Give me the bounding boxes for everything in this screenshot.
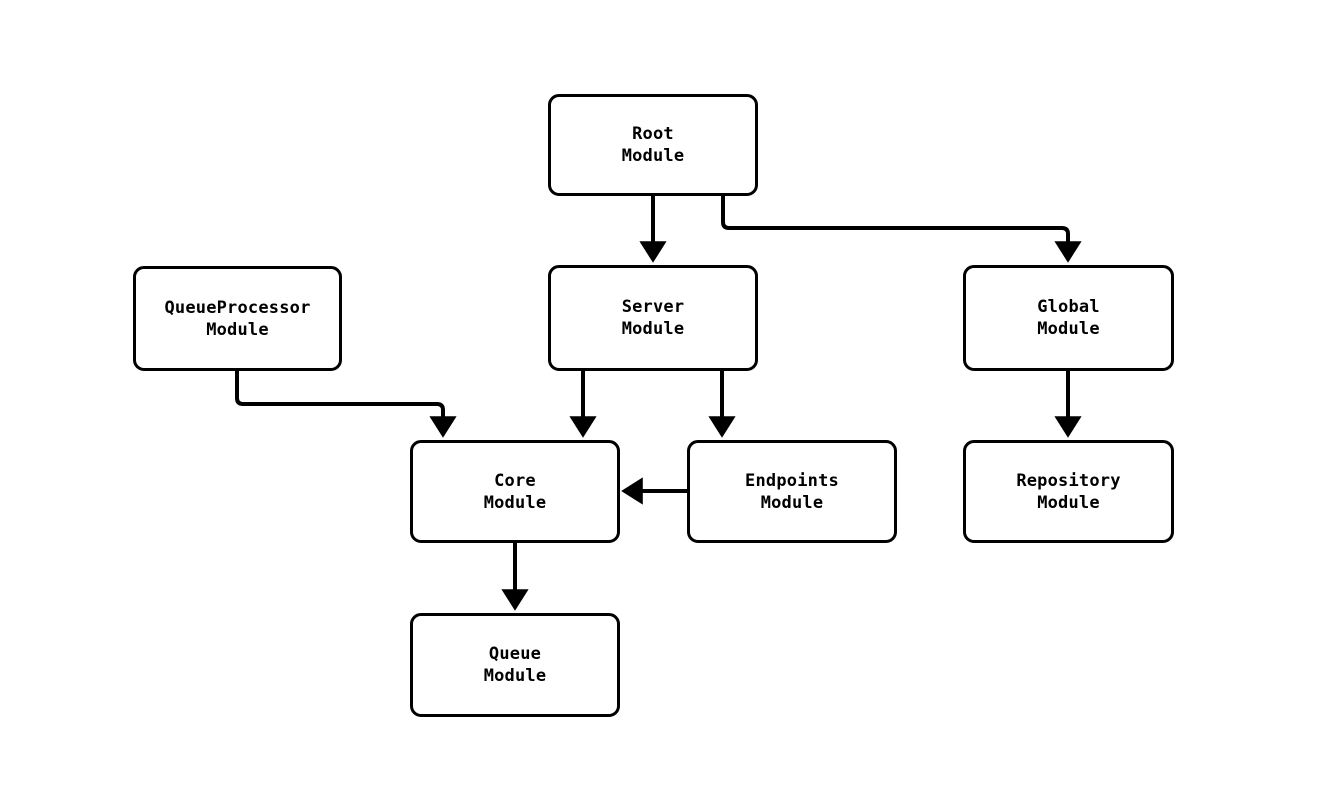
node-label-server-module: Server Module xyxy=(621,297,685,339)
node-root-module[interactable]: Root Module xyxy=(548,94,758,196)
edge-queueprocessor-to-core xyxy=(235,371,457,438)
node-server-module[interactable]: Server Module xyxy=(548,265,758,371)
node-label-queue-module: Queue Module xyxy=(483,644,547,686)
node-queueprocessor-module[interactable]: QueueProcessor Module xyxy=(133,266,342,371)
node-label-global-module: Global Module xyxy=(1037,297,1100,339)
node-repository-module[interactable]: Repository Module xyxy=(963,440,1174,543)
node-endpoints-module[interactable]: Endpoints Module xyxy=(687,440,897,543)
node-label-root-module: Root Module xyxy=(621,124,685,166)
node-queue-module[interactable]: Queue Module xyxy=(410,613,620,717)
node-label-repository-module: Repository Module xyxy=(1016,470,1121,513)
node-label-core-module: Core Module xyxy=(483,470,547,513)
node-core-module[interactable]: Core Module xyxy=(410,440,620,543)
edge-root-to-global xyxy=(721,196,1082,263)
node-label-queueprocessor-module: QueueProcessor Module xyxy=(164,297,311,340)
node-label-endpoints-module: Endpoints Module xyxy=(745,470,839,513)
node-global-module[interactable]: Global Module xyxy=(963,265,1174,371)
